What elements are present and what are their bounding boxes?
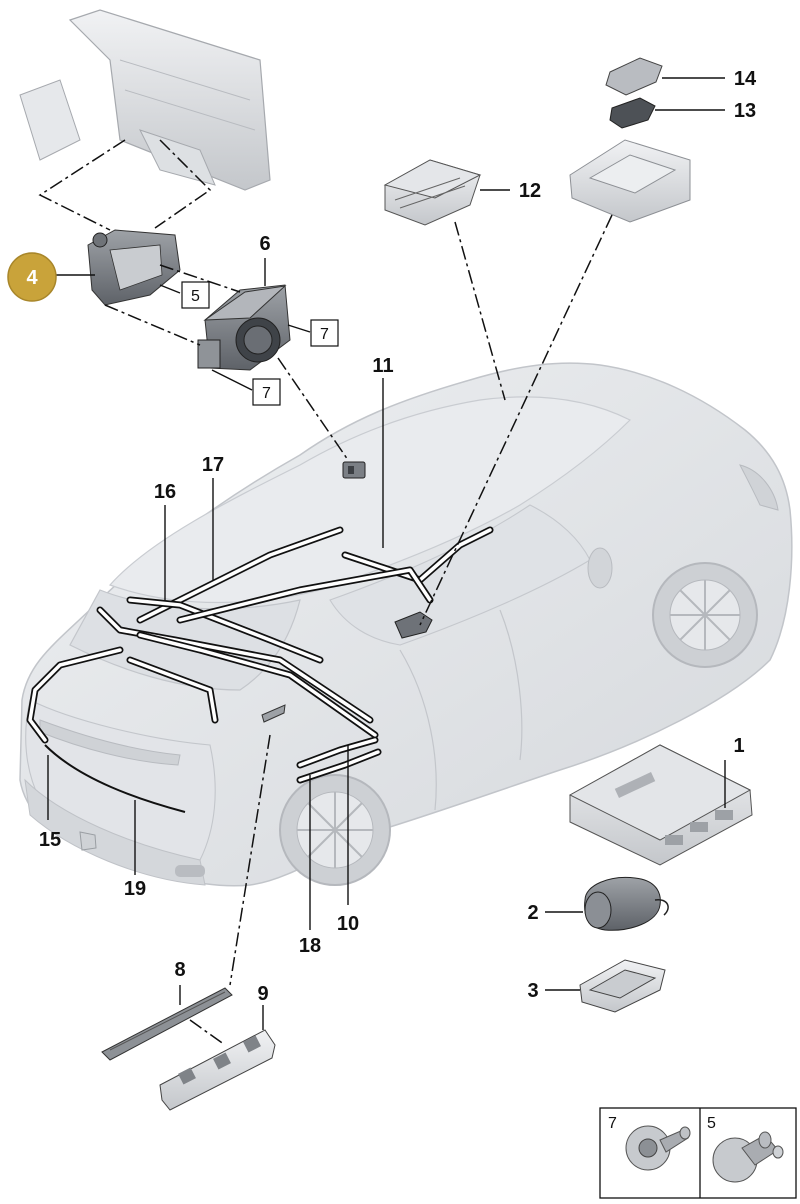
rear-small-bracket bbox=[261, 704, 286, 723]
callout-7a-label: 7 bbox=[320, 326, 329, 343]
callout-11-label[interactable]: 11 bbox=[372, 355, 393, 377]
legend-7-label: 7 bbox=[608, 1115, 617, 1132]
part-8-antenna-strip[interactable] bbox=[101, 987, 233, 1061]
callout-4-highlight[interactable]: 4 bbox=[7, 252, 57, 302]
part-9-bracket[interactable] bbox=[159, 1029, 276, 1111]
callout-17-label[interactable]: 17 bbox=[202, 454, 224, 476]
part-6-subwoofer[interactable] bbox=[197, 284, 291, 371]
callout-7a-box[interactable]: 7 bbox=[310, 319, 339, 347]
callout-13-label[interactable]: 13 bbox=[734, 100, 756, 122]
callout-18-label[interactable]: 18 bbox=[299, 935, 321, 957]
legend-5-label: 5 bbox=[707, 1115, 716, 1132]
part-12-control-module[interactable] bbox=[383, 159, 482, 226]
clip-fastener-icon bbox=[712, 1131, 784, 1183]
harness-15-tailgate bbox=[26, 646, 219, 744]
callout-10-label[interactable]: 10 bbox=[337, 913, 359, 935]
part-13-module[interactable] bbox=[609, 97, 656, 129]
callout-2-label[interactable]: 2 bbox=[527, 902, 538, 924]
harness-17-mid bbox=[136, 566, 434, 739]
harness-16-rear-upper bbox=[96, 596, 374, 724]
callout-8-label[interactable]: 8 bbox=[174, 959, 185, 981]
rivet-fastener-icon bbox=[625, 1125, 691, 1171]
part-14-cover[interactable] bbox=[605, 57, 663, 96]
callout-7b-box[interactable]: 7 bbox=[252, 378, 281, 406]
callout-14-label[interactable]: 14 bbox=[734, 68, 757, 90]
callout-7b-label: 7 bbox=[262, 385, 271, 402]
module-tray bbox=[569, 139, 691, 223]
callout-9-label[interactable]: 9 bbox=[257, 983, 268, 1005]
wiring-harness-group bbox=[26, 526, 494, 813]
part-4-mounting-bracket[interactable] bbox=[87, 229, 181, 306]
leader-lines bbox=[47, 77, 726, 1030]
callout-5-box[interactable]: 5 bbox=[181, 281, 210, 309]
callout-6-label[interactable]: 6 bbox=[259, 233, 270, 255]
callout-5-label: 5 bbox=[191, 288, 200, 305]
part-1-control-unit[interactable] bbox=[568, 744, 753, 866]
harness-19-bumper bbox=[44, 744, 186, 813]
callout-12-label[interactable]: 12 bbox=[519, 180, 541, 202]
fastener-legend: 7 5 bbox=[599, 1107, 797, 1199]
callout-3-label[interactable]: 3 bbox=[527, 980, 538, 1002]
callout-1-label[interactable]: 1 bbox=[733, 735, 744, 757]
callout-labels: 4 5 7 7 1 2 3 6 8 9 10 11 12 13 14 15 16… bbox=[7, 68, 757, 1005]
assembly-lines bbox=[38, 139, 613, 1046]
rear-crossmember-bracket bbox=[19, 9, 271, 191]
part-2-backup-battery[interactable] bbox=[584, 876, 669, 931]
callout-16-label[interactable]: 16 bbox=[154, 481, 176, 503]
callout-15-label[interactable]: 15 bbox=[39, 829, 61, 851]
callout-4-label: 4 bbox=[26, 267, 38, 289]
callout-19-label[interactable]: 19 bbox=[124, 878, 146, 900]
harness-11-roof bbox=[136, 526, 494, 624]
part-3-battery-holder[interactable] bbox=[579, 959, 666, 1013]
harness-10-18-side bbox=[296, 736, 382, 784]
antenna-connector[interactable] bbox=[342, 461, 366, 479]
